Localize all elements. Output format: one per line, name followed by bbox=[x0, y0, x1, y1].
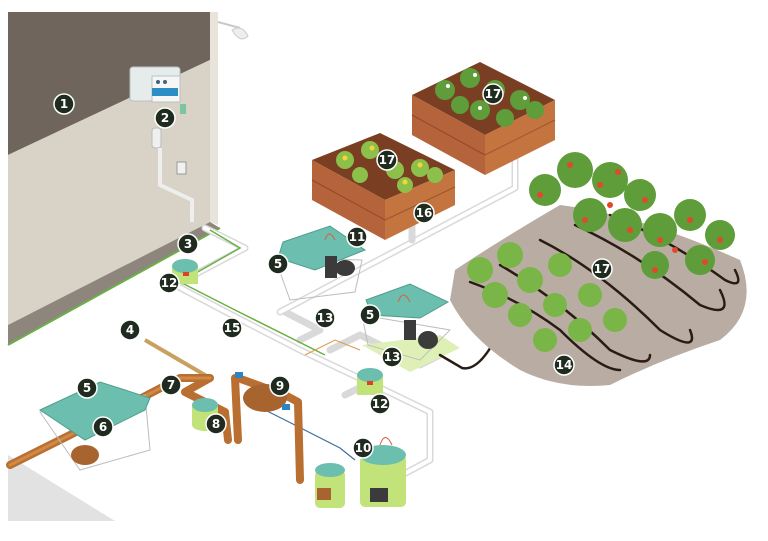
callout-9: 9 bbox=[269, 375, 291, 397]
callout-4: 4 bbox=[119, 319, 141, 341]
valve-box-11 bbox=[274, 225, 367, 301]
callout-3: 3 bbox=[177, 233, 199, 255]
svg-text:10: 10 bbox=[355, 441, 372, 455]
outdoor-light-icon bbox=[217, 21, 249, 40]
callout-13-upper: 13 bbox=[314, 307, 336, 329]
tomato-plants bbox=[529, 152, 735, 279]
callout-6: 6 bbox=[92, 416, 114, 438]
callout-2: 2 bbox=[154, 107, 176, 129]
svg-text:13: 13 bbox=[317, 311, 334, 325]
callout-14: 14 bbox=[553, 354, 575, 376]
svg-text:5: 5 bbox=[274, 257, 282, 271]
callout-11: 11 bbox=[346, 226, 368, 248]
power-outlet bbox=[176, 161, 187, 175]
svg-text:8: 8 bbox=[212, 417, 220, 431]
valve-box-drip bbox=[361, 283, 460, 372]
valve-box-8 bbox=[192, 398, 218, 431]
callout-5-valve11: 5 bbox=[267, 253, 289, 275]
svg-text:2: 2 bbox=[161, 111, 169, 125]
garden-bed bbox=[450, 152, 747, 386]
svg-text:17: 17 bbox=[594, 262, 611, 276]
irrigation-controller bbox=[129, 66, 186, 114]
wire-orange bbox=[304, 339, 361, 356]
svg-text:13: 13 bbox=[384, 350, 401, 364]
svg-text:17: 17 bbox=[379, 153, 396, 167]
planter-right bbox=[411, 62, 556, 175]
svg-text:7: 7 bbox=[167, 378, 175, 392]
house-wall-front bbox=[210, 12, 218, 225]
water-meter bbox=[71, 445, 99, 465]
callout-17-bed: 17 bbox=[591, 258, 613, 280]
meter-box bbox=[38, 381, 151, 471]
svg-text:4: 4 bbox=[126, 323, 134, 337]
filter-box bbox=[315, 463, 345, 508]
sidewalk bbox=[8, 455, 115, 521]
svg-text:11: 11 bbox=[349, 230, 366, 244]
svg-text:17: 17 bbox=[485, 87, 502, 101]
house-roof-overhang bbox=[8, 12, 218, 155]
callout-10: 10 bbox=[352, 437, 374, 459]
callout-12-upper: 12 bbox=[158, 272, 180, 294]
svg-text:1: 1 bbox=[60, 97, 68, 111]
stub-4 bbox=[143, 338, 212, 380]
svg-text:12: 12 bbox=[372, 397, 389, 411]
house-foundation bbox=[8, 222, 220, 345]
svg-text:15: 15 bbox=[224, 321, 241, 335]
seedling-plants bbox=[467, 242, 627, 352]
valve-box-12b bbox=[357, 368, 383, 395]
callout-1: 1 bbox=[53, 93, 75, 115]
controller-wire-conduit bbox=[158, 148, 194, 222]
svg-text:5: 5 bbox=[366, 308, 374, 322]
tomatoes bbox=[537, 162, 723, 273]
callout-12-lower: 12 bbox=[369, 393, 391, 415]
svg-text:3: 3 bbox=[184, 237, 192, 251]
svg-text:12: 12 bbox=[161, 276, 178, 290]
callout-5-drip: 5 bbox=[359, 304, 381, 326]
callout-16: 16 bbox=[413, 202, 435, 224]
callout-7: 7 bbox=[160, 374, 182, 396]
svg-text:16: 16 bbox=[416, 206, 433, 220]
house bbox=[7, 12, 249, 346]
callout-8: 8 bbox=[205, 413, 227, 435]
svg-text:14: 14 bbox=[556, 358, 573, 372]
callout-15: 15 bbox=[221, 317, 243, 339]
power-adapter bbox=[151, 127, 162, 149]
callout-5-meter: 5 bbox=[76, 377, 98, 399]
callout-17-planter-right: 17 bbox=[482, 83, 504, 105]
svg-text:6: 6 bbox=[99, 420, 107, 434]
callout-13-lower: 13 bbox=[381, 346, 403, 368]
planter-left bbox=[311, 133, 456, 240]
svg-text:9: 9 bbox=[276, 379, 284, 393]
callout-17-planter-left: 17 bbox=[376, 149, 398, 171]
svg-text:5: 5 bbox=[83, 381, 91, 395]
